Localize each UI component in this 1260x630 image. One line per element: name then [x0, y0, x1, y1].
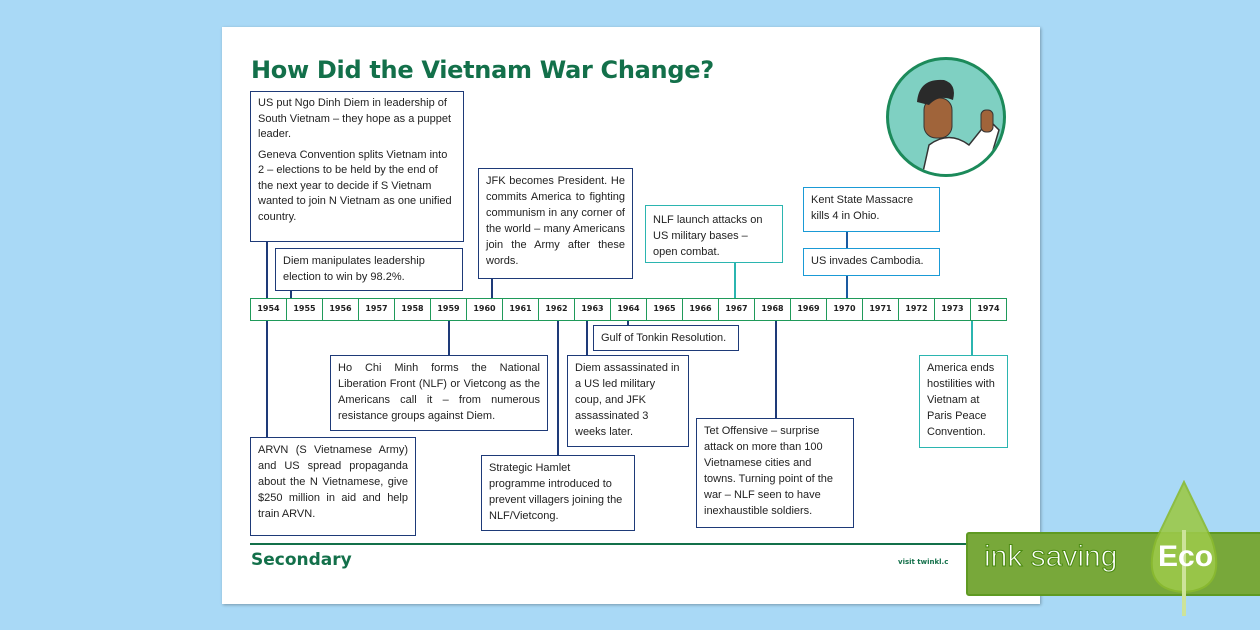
- leaf-icon: [1150, 480, 1218, 616]
- year-1968: 1968: [755, 299, 791, 320]
- event-text: NLF launch attacks on US military bases …: [653, 214, 763, 258]
- event-text: US invades Cambodia.: [811, 255, 924, 267]
- connector-line: [266, 321, 268, 437]
- connector-line: [266, 241, 268, 298]
- eco-badge: Eco: [1158, 540, 1214, 573]
- connector-line: [775, 321, 777, 418]
- year-1960: 1960: [467, 299, 503, 320]
- year-1956: 1956: [323, 299, 359, 320]
- year-1957: 1957: [359, 299, 395, 320]
- year-1970: 1970: [827, 299, 863, 320]
- connector-line: [627, 321, 629, 325]
- visit-link[interactable]: visit twinkl.c: [898, 558, 949, 566]
- year-1965: 1965: [647, 299, 683, 320]
- event-geneva: Geneva Convention splits Vietnam into 2 …: [258, 148, 452, 223]
- event-text: ARVN (S Vietnamese Army) and US spread p…: [258, 444, 408, 520]
- event-diem-assassinated: Diem assassinated in a US led military c…: [567, 355, 689, 447]
- event-kent-state: Kent State Massacre kills 4 in Ohio.: [803, 187, 940, 232]
- event-text: Diem assassinated in a US led military c…: [575, 362, 680, 438]
- connector-line: [971, 321, 973, 355]
- connector-line: [586, 321, 588, 355]
- event-arvn: ARVN (S Vietnamese Army) and US spread p…: [250, 437, 416, 536]
- year-1963: 1963: [575, 299, 611, 320]
- year-1964: 1964: [611, 299, 647, 320]
- level-label: Secondary: [251, 550, 352, 570]
- eco-label: ink saving: [983, 540, 1118, 574]
- connector-line: [491, 278, 493, 298]
- year-1974: 1974: [977, 304, 1000, 313]
- year-1971: 1971: [863, 299, 899, 320]
- event-text: Tet Offensive – surprise attack on more …: [704, 425, 834, 517]
- year-1959: 1959: [431, 299, 467, 320]
- connector-line: [448, 321, 450, 355]
- connector-line: [290, 290, 292, 298]
- event-text: JFK becomes President. He commits Americ…: [486, 175, 625, 267]
- event-text: America ends hostilities with Vietnam at…: [927, 362, 995, 438]
- event-diem-election: Diem manipulates leadership election to …: [275, 248, 463, 291]
- event-paris: America ends hostilities with Vietnam at…: [919, 355, 1008, 448]
- event-nlf-attacks: NLF launch attacks on US military bases …: [645, 205, 783, 263]
- year-1966: 1966: [683, 299, 719, 320]
- event-text: Diem manipulates leadership election to …: [283, 255, 425, 283]
- event-text: Kent State Massacre kills 4 in Ohio.: [811, 194, 914, 222]
- event-text: Gulf of Tonkin Resolution.: [601, 332, 727, 344]
- event-tonkin: Gulf of Tonkin Resolution.: [593, 325, 739, 351]
- year-1973: 1973: [935, 299, 971, 320]
- connector-line: [557, 321, 559, 455]
- event-box-1954: US put Ngo Dinh Diem in leadership of So…: [250, 91, 464, 242]
- event-text: Ho Chi Minh forms the National Liberatio…: [338, 362, 540, 422]
- avatar-illustration: [886, 57, 1006, 177]
- year-1962: 1962: [539, 299, 575, 320]
- event-diem-leadership: US put Ngo Dinh Diem in leadership of So…: [258, 97, 452, 140]
- year-1954: 1954: [251, 299, 287, 320]
- year-1967: 1967: [719, 299, 755, 320]
- event-strategic-hamlet: Strategic Hamlet programme introduced to…: [481, 455, 635, 531]
- year-1958: 1958: [395, 299, 431, 320]
- connector-line: [734, 262, 736, 298]
- year-1972: 1972: [899, 299, 935, 320]
- event-tet: Tet Offensive – surprise attack on more …: [696, 418, 854, 528]
- event-ho-chi-minh: Ho Chi Minh forms the National Liberatio…: [330, 355, 548, 431]
- year-1961: 1961: [503, 299, 539, 320]
- page-title: How Did the Vietnam War Change?: [251, 56, 714, 84]
- footer-divider: [250, 543, 1040, 545]
- year-1955: 1955: [287, 299, 323, 320]
- event-jfk: JFK becomes President. He commits Americ…: [478, 168, 633, 279]
- year-1969: 1969: [791, 299, 827, 320]
- event-cambodia: US invades Cambodia.: [803, 248, 940, 276]
- event-text: Strategic Hamlet programme introduced to…: [489, 462, 623, 522]
